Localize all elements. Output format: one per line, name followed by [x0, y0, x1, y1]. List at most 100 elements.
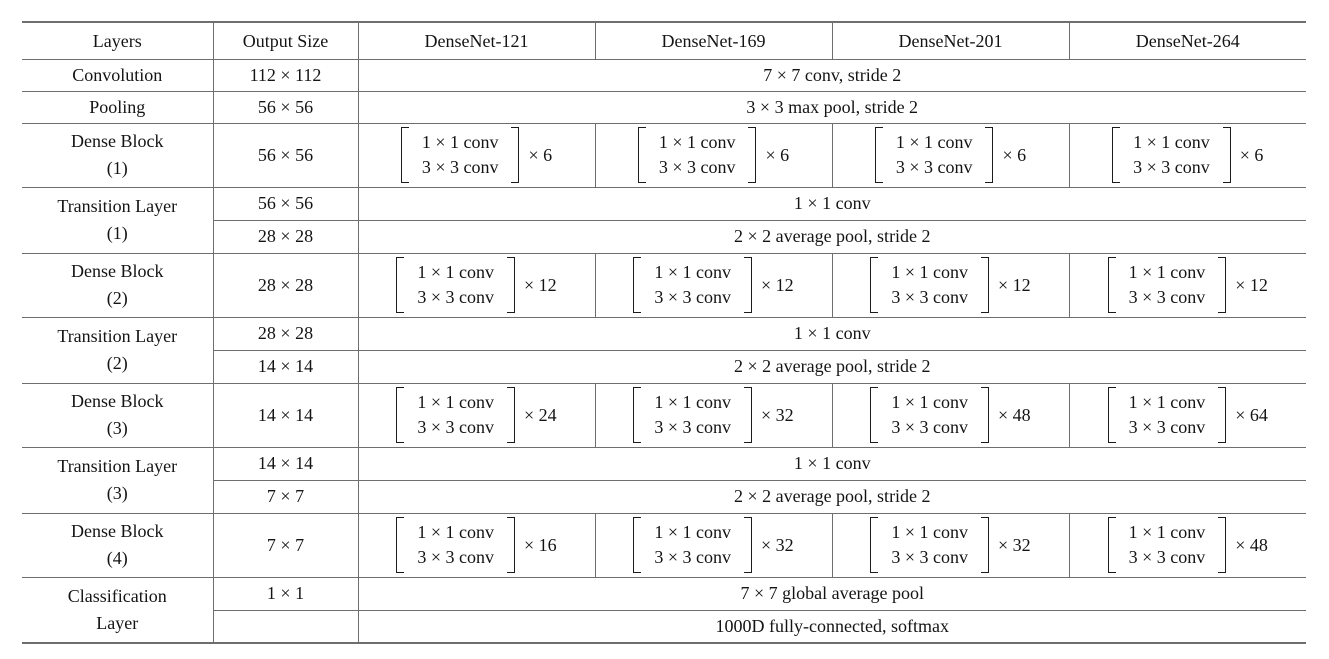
left-bracket — [870, 517, 879, 573]
right-bracket — [743, 257, 752, 313]
header-densenet-264: DenseNet-264 — [1068, 21, 1306, 59]
pooling-op: 3 × 3 max pool, stride 2 — [357, 90, 1306, 123]
repeat-count: × 6 — [1002, 144, 1027, 165]
row-transition-2b: 14 × 14 2 × 2 average pool, stride 2 — [22, 349, 1306, 383]
row-transition-3a: Transition Layer (3) 14 × 14 1 × 1 conv — [22, 446, 1306, 513]
repeat-count: × 24 — [523, 404, 557, 425]
classification-label: Classification Layer — [22, 576, 213, 643]
right-bracket — [511, 127, 520, 183]
convolution-op: 7 × 7 conv, stride 2 — [357, 58, 1306, 91]
dense-block-2-output-size: 28 × 28 — [212, 252, 358, 317]
dense-block-3-label: Dense Block (3) — [22, 382, 213, 447]
left-bracket — [1107, 387, 1116, 443]
left-bracket — [1107, 517, 1116, 573]
repeat-count: × 48 — [997, 404, 1031, 425]
classification-op-a: 7 × 7 global average pool — [357, 576, 1306, 610]
repeat-count: × 6 — [1239, 144, 1264, 165]
dense-block-1-label: Dense Block (1) — [22, 122, 213, 187]
left-bracket — [637, 127, 646, 183]
dense-block-3-output-size: 14 × 14 — [212, 382, 358, 447]
transition-2-output-size-a: 28 × 28 — [212, 316, 358, 350]
right-bracket — [1218, 257, 1227, 313]
transition-1-output-size-a: 56 × 56 — [212, 186, 358, 220]
left-bracket — [633, 257, 642, 313]
row-classification-a: Classification Layer 1 × 1 7 × 7 global … — [22, 576, 1306, 643]
convolution-output-size: 112 × 112 — [212, 58, 358, 91]
transition-3-op-a: 1 × 1 conv — [357, 446, 1306, 480]
dense-block-4-label: Dense Block (4) — [22, 512, 213, 577]
right-bracket — [1218, 387, 1227, 443]
densenet-architecture-table: Layers Output Size DenseNet-121 DenseNet… — [22, 21, 1306, 644]
pooling-label: Pooling — [22, 90, 213, 123]
repeat-count: × 48 — [1235, 534, 1268, 555]
repeat-count: × 64 — [1235, 404, 1268, 425]
repeat-count: × 6 — [528, 144, 553, 165]
right-bracket — [743, 387, 752, 443]
repeat-count: × 12 — [997, 274, 1031, 295]
header-layers: Layers — [22, 21, 213, 59]
classification-output-size-a: 1 × 1 — [212, 576, 358, 610]
classification-output-size-b — [212, 609, 358, 643]
left-bracket — [396, 517, 405, 573]
repeat-count: × 6 — [765, 144, 790, 165]
repeat-count: × 12 — [760, 274, 794, 295]
transition-1-op-a: 1 × 1 conv — [357, 186, 1306, 220]
header-densenet-201: DenseNet-201 — [831, 21, 1069, 59]
repeat-count: × 32 — [760, 534, 794, 555]
left-bracket — [1107, 257, 1116, 313]
left-bracket — [870, 257, 879, 313]
header-output-size: Output Size — [212, 21, 358, 59]
left-bracket — [874, 127, 883, 183]
transition-3-label: Transition Layer (3) — [22, 446, 213, 513]
transition-2-op-a: 1 × 1 conv — [357, 316, 1306, 350]
repeat-count: × 12 — [1235, 274, 1268, 295]
row-transition-2a: Transition Layer (2) 28 × 28 1 × 1 conv — [22, 316, 1306, 383]
transition-1-output-size-b: 28 × 28 — [212, 219, 358, 253]
row-pooling: Pooling 56 × 56 3 × 3 max pool, stride 2 — [22, 90, 1306, 123]
right-bracket — [506, 517, 515, 573]
pooling-output-size: 56 × 56 — [212, 90, 358, 123]
right-bracket — [743, 517, 752, 573]
transition-2-op-b: 2 × 2 average pool, stride 2 — [357, 349, 1306, 383]
left-bracket — [870, 387, 879, 443]
convolution-label: Convolution — [22, 58, 213, 91]
row-classification-b: 1000D fully-connected, softmax — [22, 609, 1306, 643]
right-bracket — [506, 387, 515, 443]
right-bracket — [980, 517, 989, 573]
right-bracket — [980, 257, 989, 313]
left-bracket — [633, 387, 642, 443]
transition-1-op-b: 2 × 2 average pool, stride 2 — [357, 219, 1306, 253]
densenet-architecture-table-wrapper: Layers Output Size DenseNet-121 DenseNet… — [22, 21, 1306, 644]
right-bracket — [1218, 517, 1227, 573]
transition-1-label: Transition Layer (1) — [22, 186, 213, 253]
right-bracket — [506, 257, 515, 313]
header-densenet-169: DenseNet-169 — [594, 21, 832, 59]
row-transition-3b: 7 × 7 2 × 2 average pool, stride 2 — [22, 479, 1306, 513]
